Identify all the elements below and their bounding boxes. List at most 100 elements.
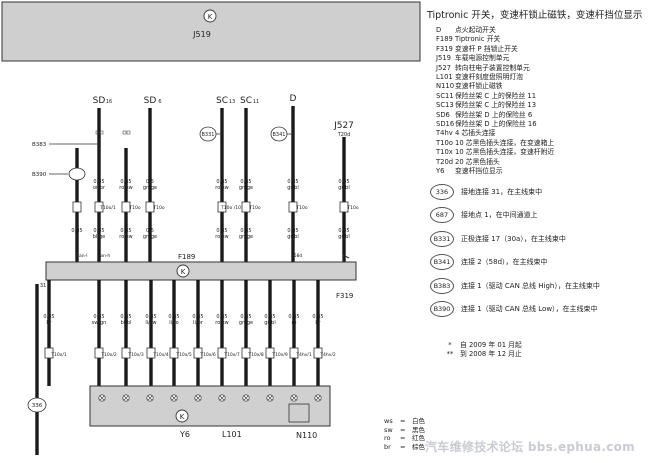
legend-desc: 变速杆 P 挡锁止开关 [455,44,518,53]
n110-label: N110 [296,431,317,440]
wire-color: li/ro [169,320,178,326]
connection-desc: 接地点 1，在中间通道上 [461,211,538,219]
color-eq: = [400,425,406,434]
bottom-connector [265,347,275,359]
connector-label: T10x/9 [271,352,288,358]
top-connector [339,201,349,213]
wire-color: gr/bl [264,320,275,326]
connector-label: T10x/7 [223,352,240,358]
bottom-connector [289,347,299,359]
legend-desc: 保险丝架 D 上的保险丝 16 [455,120,537,129]
legend-code: T20d [436,157,454,166]
connector-label: T10o/1 [99,205,116,211]
lamp-4 [194,394,202,402]
connector-label: T10o [248,205,260,211]
wire-size: 0,35 [192,314,203,320]
box-mark [95,130,100,135]
bulb-cross [147,395,153,401]
pin-label: 31 [40,283,46,289]
wire-size-2: 0,35 [120,228,131,234]
fuse-sub-label: T20d [337,132,351,138]
connection-badge: B383 [430,277,454,294]
top-connector [121,201,131,213]
wire-size-2: 0,35 [240,228,251,234]
legend-desc: 转向柱电子装置控制单元 [455,63,530,72]
legend-desc: 保险丝架 C 上的保险丝 13 [455,101,537,110]
ground-circle-336-label: 336 [32,403,43,409]
fuse-sub-label: 13 [229,99,235,105]
connector-label: T10o [346,205,358,211]
fuse-label: SC [240,96,252,106]
connector-label: T10x/2 [100,352,117,358]
legend-code: F319 [436,44,453,53]
note-text: 自 2009 年 01 月起 [460,341,522,349]
color-row: ws=白色 [384,417,425,426]
wire-color: bl/bl [121,320,132,326]
fuse-label: SC [216,96,228,106]
connection-row: 687 接地点 1，在中间通道上 [430,207,660,224]
wire-color-2: gr/bl [287,234,298,240]
wire-size: 0,35 [120,314,131,320]
legend-desc: 20 芯黑色插头 [455,157,500,166]
k-symbol-y6 [175,409,189,423]
bottom-connector [193,347,203,359]
note-text: 到 2008 年 12 月止 [460,350,522,358]
bulb-cross [99,395,105,401]
connection-desc: 正极连接 17（30a），在主线束中 [461,234,566,243]
connection-badge: 687 [430,207,454,223]
color-name: 白色 [412,417,425,425]
legend-code: SD16 [436,120,455,129]
fuse-sub-label: 11 [253,99,259,105]
connector-label: T10o [295,205,307,211]
footnotes: *自 2009 年 01 月起**到 2008 年 12 月止 [440,341,522,359]
color-eq: = [400,442,406,451]
color-name: 棕色 [412,442,425,451]
fuse-sub-label: 16 [106,99,112,105]
wire-color: li/sw [145,320,156,326]
node-circle-label: B331 [202,132,215,138]
k-symbol-f189 [176,264,190,278]
lamp-9 [314,394,322,402]
color-row: br = 棕色 [384,443,425,452]
fuse-sub-label: 6 [158,99,161,105]
connector-label: T10o [152,205,164,211]
k-symbol-f189-label: K [181,268,186,276]
wire-color-1: ro/sw [119,185,132,191]
wire-size-2: 0,35 [338,228,349,234]
wire-color: br [315,320,321,326]
wire-color: li/br [193,320,204,326]
bottom-connector [241,347,251,359]
wire-color-1: gr/bl [338,185,349,191]
connection-desc: 连接 1（驱动 CAN 总线 High），在主线束中 [461,281,600,290]
wire-color-2: gn/ge [143,234,157,240]
box-mark [126,130,131,135]
legend-desc: 10 芯黑色插头连接，变速杆附近 [455,148,555,157]
legend-code: SD6 [436,110,450,119]
color-name: 黑色 [412,425,425,434]
bulb-cross [219,395,225,401]
wire-color-2: gn/ge [239,234,253,240]
legend-code: D [436,26,442,34]
lamp-0 [98,394,106,402]
legend-code: T10x [436,148,453,157]
color-code: br [384,442,391,451]
wire-color-2: gr/bl [338,234,349,240]
legend-code: N110 [436,82,455,91]
wire-size-1: 0,35 [240,179,251,185]
wire-color: ro [291,320,296,326]
